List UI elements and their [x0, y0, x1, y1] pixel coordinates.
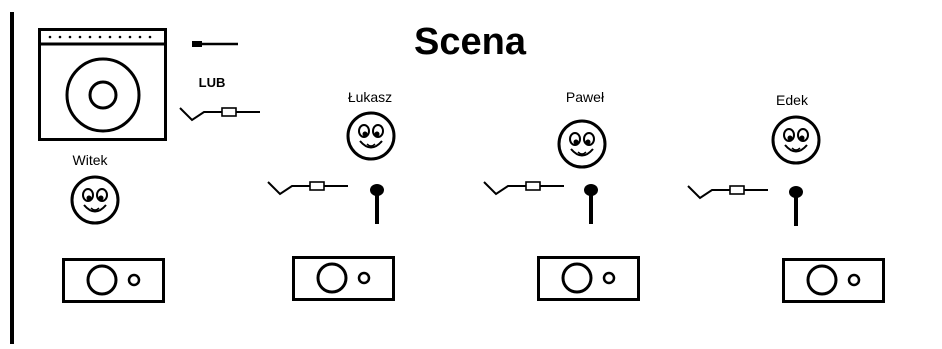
amp-combo-icon	[62, 258, 165, 303]
amp-combo-icon	[292, 256, 395, 301]
musician-name-lukasz: Łukasz	[347, 89, 393, 105]
jack-cable-icon	[687, 185, 768, 200]
musician-name-edek: Edek	[776, 92, 808, 108]
musician-name-witek: Witek	[72, 152, 108, 168]
amp-combo-icon	[782, 258, 885, 303]
microphone-icon	[370, 184, 384, 224]
jack-cable-icon	[483, 181, 564, 196]
jack-cable-icon	[267, 181, 348, 196]
stage-title: Scena	[414, 21, 526, 63]
microphone-icon	[584, 184, 598, 224]
face-icon	[557, 119, 607, 169]
di-box-cable-icon	[192, 41, 238, 47]
left-border-line	[10, 12, 14, 344]
alternative-label: LUB	[198, 75, 226, 90]
amp-combo-icon	[537, 256, 640, 301]
face-icon	[771, 115, 821, 165]
jack-cable-icon	[179, 107, 260, 122]
musician-name-pawel: Paweł	[565, 89, 605, 105]
face-icon	[70, 175, 120, 225]
bass-amp-cabinet-icon	[38, 28, 167, 141]
face-icon	[346, 111, 396, 161]
microphone-icon	[789, 186, 803, 226]
